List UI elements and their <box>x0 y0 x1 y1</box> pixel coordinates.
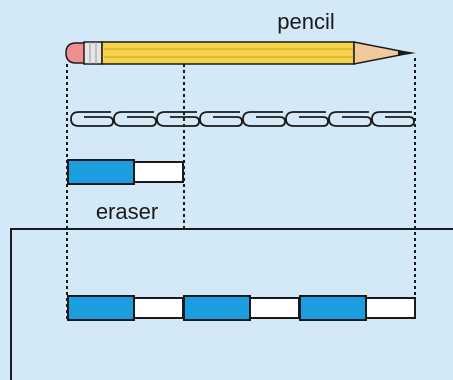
pencil-label: pencil <box>277 9 334 34</box>
eraser-blue-part <box>67 159 135 185</box>
eraser-white-part <box>133 161 184 183</box>
pencil-body <box>101 41 355 65</box>
paper-clip <box>371 111 415 127</box>
pencil-lead <box>398 50 416 56</box>
eraser-in-row <box>67 295 184 321</box>
paper-clip <box>199 111 243 127</box>
pencil <box>65 41 416 65</box>
bottom-panel-frame <box>10 228 453 380</box>
eraser <box>67 159 184 185</box>
eraser-row <box>67 295 416 321</box>
eraser-in-row <box>183 295 300 321</box>
paper-clip <box>328 111 372 127</box>
pencil-ferrule <box>83 41 103 65</box>
paper-clip <box>70 111 114 127</box>
paper-clip <box>242 111 286 127</box>
paper-clip-row <box>70 111 415 127</box>
paper-clip <box>113 111 157 127</box>
eraser-in-row <box>299 295 416 321</box>
paper-clip <box>156 111 200 127</box>
pencil-sharpened-tip <box>353 41 401 65</box>
guide-lines <box>66 58 416 320</box>
eraser-label: eraser <box>96 199 158 224</box>
paper-clip <box>285 111 329 127</box>
pencil-eraser-end <box>65 42 87 64</box>
